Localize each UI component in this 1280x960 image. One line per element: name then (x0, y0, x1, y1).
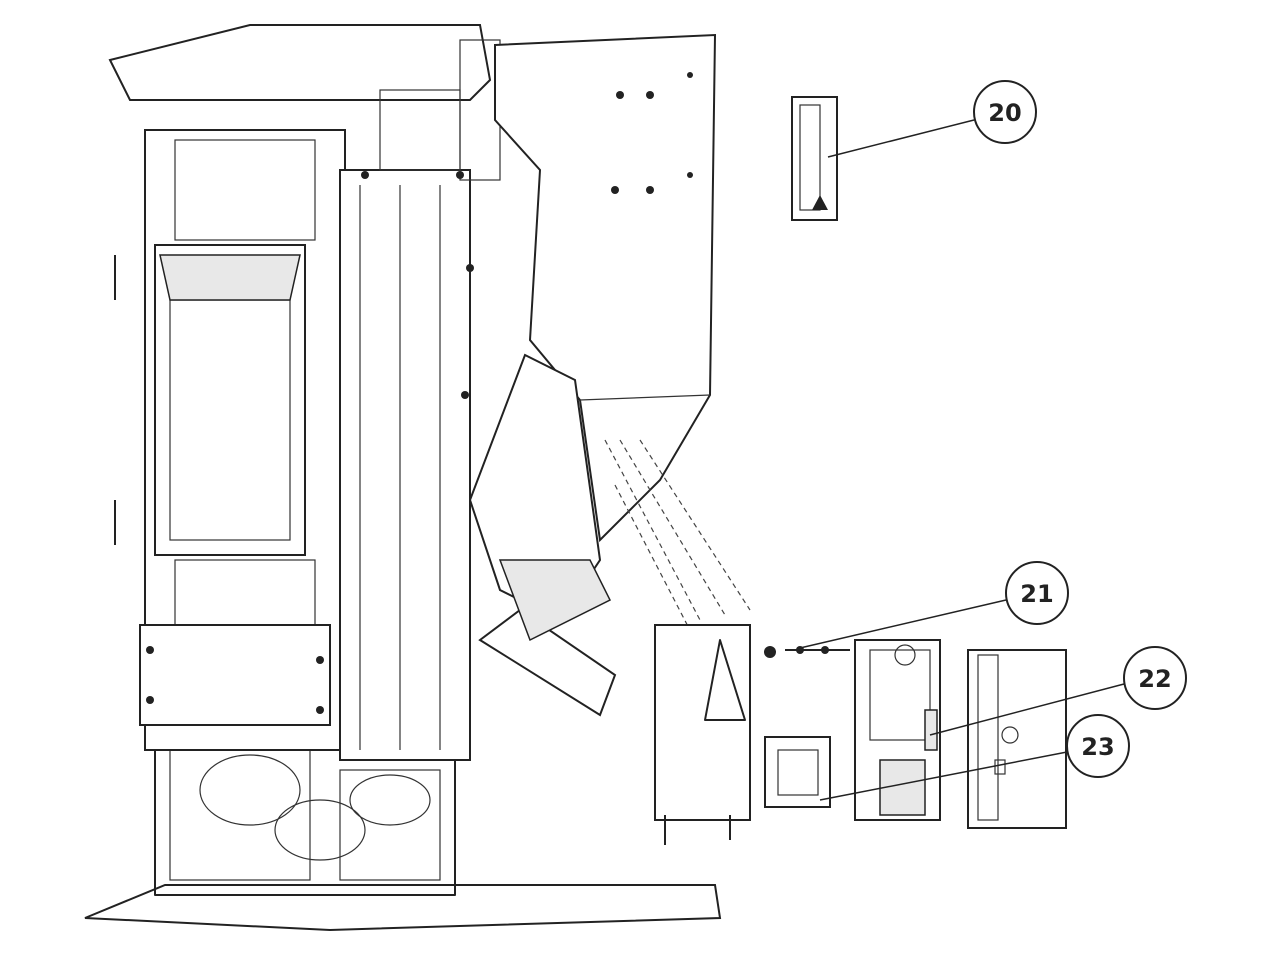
callout-21: 21 (1005, 561, 1069, 625)
leader-line-23 (819, 751, 1068, 801)
part-22-board (854, 639, 941, 821)
assembly-lines (604, 439, 751, 641)
callout-label: 23 (1081, 733, 1114, 761)
stove-body (108, 24, 501, 761)
part-20-cover (791, 96, 838, 221)
leader-line-22 (929, 683, 1125, 736)
auger-assembly (468, 353, 617, 717)
base-plate (84, 884, 722, 932)
callout-22: 22 (1123, 646, 1187, 710)
callout-label: 22 (1138, 665, 1171, 693)
callout-label: 20 (988, 99, 1021, 127)
callout-label: 21 (1020, 580, 1053, 608)
mounting-bracket (654, 624, 776, 845)
callout-23: 23 (1066, 714, 1130, 778)
part-21-connector (785, 646, 850, 654)
callout-20: 20 (973, 80, 1037, 144)
electronics-cover (967, 649, 1067, 829)
pellet-hopper (494, 33, 717, 543)
part-23-module (764, 736, 831, 808)
leader-line-20 (827, 119, 975, 158)
leader-line-21 (799, 599, 1007, 649)
